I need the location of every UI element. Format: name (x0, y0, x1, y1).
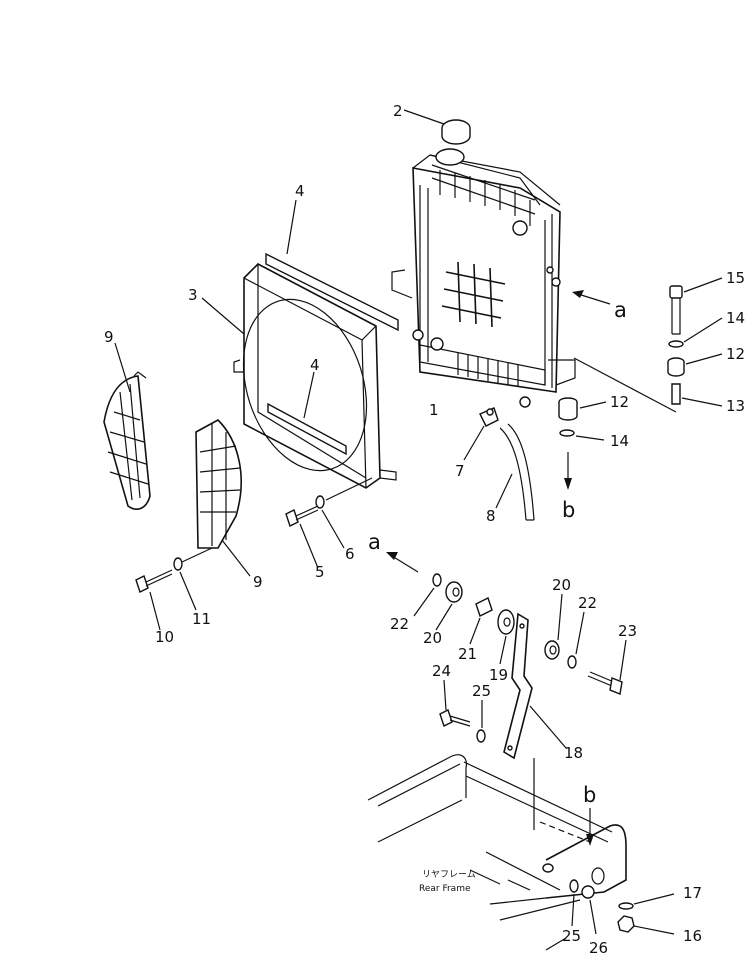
label-1: 1 (429, 401, 439, 419)
bolt-15 (669, 277, 723, 335)
washer-11 (173, 547, 213, 611)
frame-note-japanese: リヤフレーム (422, 869, 476, 880)
label-20-right: 20 (552, 576, 571, 594)
label-14-lower: 14 (610, 432, 629, 450)
washer-22-left (413, 573, 442, 617)
radiator-core (391, 148, 576, 408)
label-16: 16 (683, 927, 702, 945)
label-24: 24 (432, 662, 451, 680)
label-21: 21 (458, 645, 477, 663)
label-8: 8 (486, 507, 496, 525)
bolt-24 (439, 679, 471, 727)
label-12-upper: 12 (726, 345, 745, 363)
label-4-middle: 4 (310, 356, 320, 374)
label-14-upper: 14 (726, 309, 745, 327)
label-4-upper: 4 (295, 182, 305, 200)
washer-14-lower (559, 429, 605, 441)
cushion-20-right (544, 593, 563, 660)
side-guard-right (195, 419, 251, 577)
label-12-lower: 12 (610, 393, 629, 411)
washer-22-right (567, 611, 585, 669)
label-2: 2 (393, 102, 403, 120)
label-9-left: 9 (104, 328, 114, 346)
label-26: 26 (589, 939, 608, 957)
collar-21 (469, 597, 493, 645)
label-19: 19 (489, 666, 508, 684)
view-arrow-a-upper (572, 290, 611, 305)
washer-6 (315, 477, 373, 549)
cushion-12-lower (558, 397, 607, 421)
label-22-left: 22 (390, 615, 409, 633)
label-5: 5 (315, 563, 325, 581)
label-3: 3 (188, 286, 198, 304)
view-arrow-b-upper (564, 452, 572, 490)
bracket-18 (503, 612, 567, 760)
washer-17 (618, 893, 675, 910)
seal-upper (265, 199, 399, 332)
nut-26 (581, 885, 597, 935)
label-11: 11 (192, 610, 211, 628)
label-17: 17 (683, 884, 702, 902)
cushion-20-left (435, 581, 463, 631)
view-marker-b-upper: b (562, 498, 575, 522)
cushion-12-upper (667, 353, 723, 377)
drain-hose-8 (495, 423, 535, 521)
label-23: 23 (618, 622, 637, 640)
view-arrow-a-lower (386, 552, 419, 573)
view-marker-a-lower: a (368, 530, 381, 554)
bolt-23 (587, 639, 627, 695)
view-marker-b-lower: b (583, 783, 596, 807)
label-9-right: 9 (253, 573, 263, 591)
fan-shroud (201, 263, 397, 489)
rear-frame (367, 754, 627, 921)
cushion-19 (497, 609, 515, 665)
washer-25-lower (569, 879, 579, 927)
bolt-5 (285, 505, 319, 569)
label-7: 7 (455, 462, 465, 480)
frame-note-english: Rear Frame (419, 884, 471, 894)
radiator-cap (403, 109, 471, 145)
label-18: 18 (564, 744, 583, 762)
label-10: 10 (155, 628, 174, 646)
view-marker-a-upper: a (614, 298, 627, 322)
label-22-right: 22 (578, 594, 597, 612)
label-13: 13 (726, 397, 745, 415)
side-guard-left (103, 342, 151, 510)
washer-14-upper (668, 317, 723, 348)
frame-note: リヤフレーム Rear Frame (419, 869, 476, 894)
drain-cock-7 (463, 407, 499, 461)
bolt-10 (135, 569, 173, 631)
label-15: 15 (726, 269, 745, 287)
nut-16 (617, 915, 675, 935)
label-20-left: 20 (423, 629, 442, 647)
collar-13 (573, 357, 723, 413)
label-6: 6 (345, 545, 355, 563)
label-25-upper: 25 (472, 682, 491, 700)
seal-middle (267, 371, 347, 456)
washer-25-upper (476, 700, 486, 743)
label-25-lower: 25 (562, 927, 581, 945)
view-arrow-b-lower (586, 808, 594, 846)
